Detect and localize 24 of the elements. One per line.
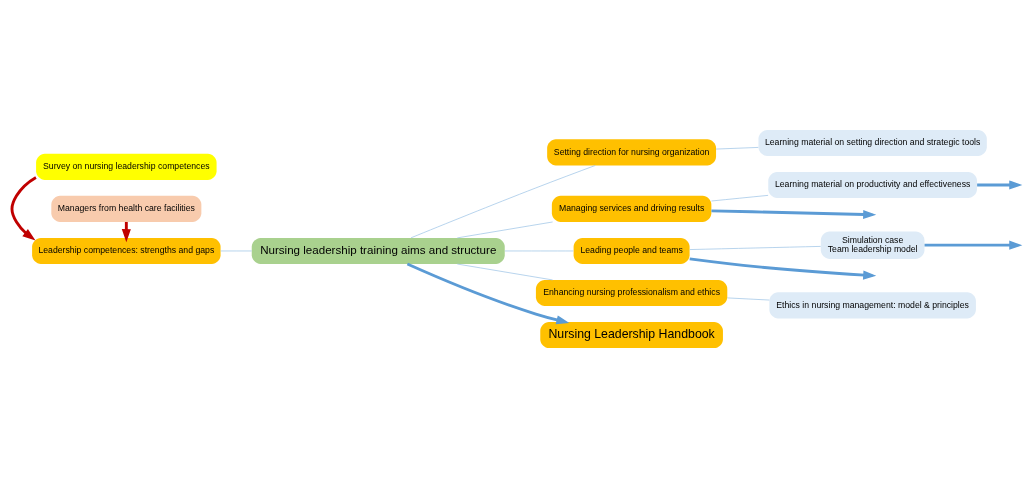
node-box: Learning material on setting direction and strategic tools [758,129,987,156]
connector [456,221,553,239]
node-box: Leadership competences: strengths and gaps [32,237,221,264]
connector [220,250,253,252]
connector [689,246,822,250]
connector [456,263,553,281]
node-box: Simulation case Team leadership model [820,231,925,259]
arrow [406,262,570,325]
connector [410,165,596,239]
node-box: Learning material on productivity and effectiveness [768,171,978,199]
connector [504,250,574,252]
connector [727,297,770,301]
node-box: Survey on nursing leadership competences [36,153,217,180]
arrow [10,176,37,241]
node-box: Managing services and driving results [551,195,712,222]
node-box: Enhancing nursing professionalism and ethics [535,279,728,307]
node-box: Managers from health care facilities [51,195,202,222]
node-box: Nursing leadership training aims and structure [251,237,505,264]
connector [715,147,759,150]
node-box: Ethics in nursing management: model & principles [769,292,976,319]
node-box: Leading people and teams [573,237,690,264]
node-box: Setting direction for nursing organization [547,139,717,166]
node-box: Nursing Leadership Handbook [540,322,723,349]
connector [711,195,769,202]
